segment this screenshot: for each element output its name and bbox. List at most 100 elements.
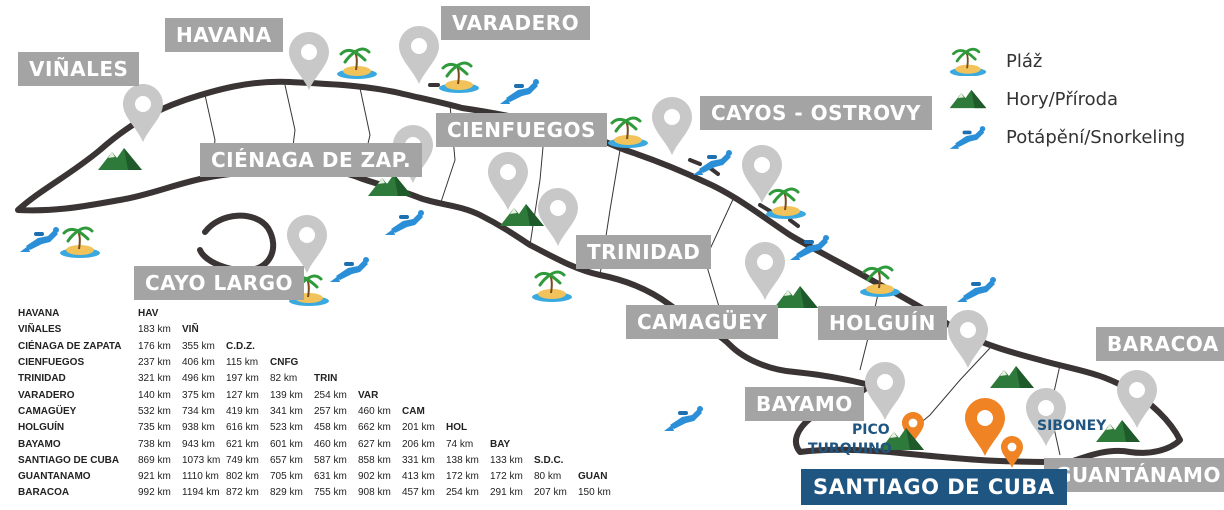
table-distance: 460 km [314, 438, 347, 450]
table-distance: 419 km [226, 405, 259, 417]
table-city: SANTIAGO DE CUBA [18, 454, 120, 466]
table-distance: 921 km [138, 471, 171, 483]
table-distance: 621 km [226, 438, 259, 450]
label-santiago: SANTIAGO DE CUBA [801, 469, 1067, 505]
table-distance: 908 km [358, 487, 391, 499]
diver-icon [385, 210, 424, 235]
table-distance: 139 km [270, 389, 303, 401]
table-distance: 829 km [270, 487, 303, 499]
label-cienaga: CIÉNAGA DE ZAP. [200, 143, 423, 177]
diver-icon [330, 257, 369, 282]
varadero-pin-icon [399, 26, 439, 84]
diver-icon [949, 126, 986, 149]
table-distance: 80 km [534, 471, 562, 483]
table-distance: 172 km [446, 471, 479, 483]
table-distance: 734 km [182, 405, 215, 417]
beach-icon [764, 187, 808, 221]
table-distance: 183 km [138, 324, 171, 336]
diver-icon [20, 227, 59, 252]
table-city: VARADERO [18, 389, 75, 401]
table-distance: 355 km [182, 340, 215, 352]
table-distance: 662 km [358, 422, 391, 434]
table-distance: 460 km [358, 405, 391, 417]
table-distance: 413 km [402, 471, 435, 483]
table-distance: 523 km [270, 422, 303, 434]
table-distance: 82 km [270, 373, 298, 385]
label-baracoa: BARACOA [1096, 327, 1224, 361]
table-city-code: CAM [402, 405, 425, 417]
legend-item-beach: Pláž [948, 42, 1185, 80]
label-bayamo: BAYAMO [745, 387, 864, 421]
table-city: HOLGUÍN [18, 422, 65, 434]
table-city: TRINIDAD [18, 373, 66, 385]
legend-item-diver: Potápění/Snorkeling [948, 118, 1185, 156]
table-city-code: HOL [446, 422, 468, 434]
table-city-code: C.D.Z. [226, 340, 255, 352]
label-camaguey: CAMAGÜEY [626, 305, 779, 339]
table-distance: 858 km [358, 454, 391, 466]
table-distance: 902 km [358, 471, 391, 483]
table-distance: 375 km [182, 389, 215, 401]
table-distance: 140 km [138, 389, 171, 401]
label-cienfuegos: CIENFUEGOS [436, 113, 607, 147]
table-distance: 992 km [138, 487, 171, 499]
table-distance: 457 km [402, 487, 435, 499]
table-distance: 657 km [270, 454, 303, 466]
diver-icon [500, 79, 539, 104]
diver-icon [957, 277, 996, 302]
isla-juventud [197, 212, 277, 274]
table-distance: 1194 km [182, 487, 220, 499]
table-distance: 138 km [446, 454, 479, 466]
cayos-2-pin-icon [742, 145, 782, 203]
beach-icon [530, 270, 574, 304]
cayos-pin-icon [652, 97, 692, 155]
mountain-icon [949, 89, 987, 109]
table-distance: 1110 km [182, 471, 219, 483]
table-city-code: VAR [358, 389, 379, 401]
table-distance: 74 km [446, 438, 474, 450]
label-trinidad: TRINIDAD [576, 235, 712, 269]
table-distance: 341 km [270, 405, 303, 417]
table-distance: 406 km [182, 357, 215, 369]
table-distance: 206 km [402, 438, 435, 450]
table-distance: 458 km [314, 422, 347, 434]
table-distance: 197 km [226, 373, 259, 385]
map-legend: Pláž Hory/Příroda Potápění/Snorkeling [948, 42, 1185, 156]
table-distance: 601 km [270, 438, 303, 450]
table-distance: 207 km [534, 487, 567, 499]
table-distance: 1073 km [182, 454, 221, 466]
label-pico: PICO [852, 422, 890, 438]
label-turquino: TURQUINO [808, 441, 892, 457]
table-distance: 133 km [490, 454, 523, 466]
table-distance: 738 km [138, 438, 171, 450]
label-cayo-largo: CAYO LARGO [134, 266, 305, 300]
table-distance: 938 km [182, 422, 215, 434]
legend-item-mountain: Hory/Příroda [948, 80, 1185, 118]
label-guantanamo: GUANTÁNAMO [1044, 458, 1224, 492]
table-distance: 254 km [446, 487, 479, 499]
table-city-code: CNFG [270, 357, 299, 369]
table-distance: 321 km [138, 373, 171, 385]
table-city: BAYAMO [18, 438, 61, 450]
label-holguin: HOLGUÍN [818, 306, 947, 340]
table-city: VIÑALES [18, 324, 62, 336]
table-distance: 150 km [578, 487, 611, 499]
table-city: CIÉNAGA DE ZAPATA [18, 340, 122, 352]
table-distance: 237 km [138, 357, 171, 369]
cayo-largo-pin-icon [287, 215, 327, 273]
table-distance: 127 km [226, 389, 259, 401]
table-distance: 631 km [314, 471, 347, 483]
legend-label: Pláž [1006, 50, 1043, 72]
table-city: HAVANA [18, 308, 60, 320]
